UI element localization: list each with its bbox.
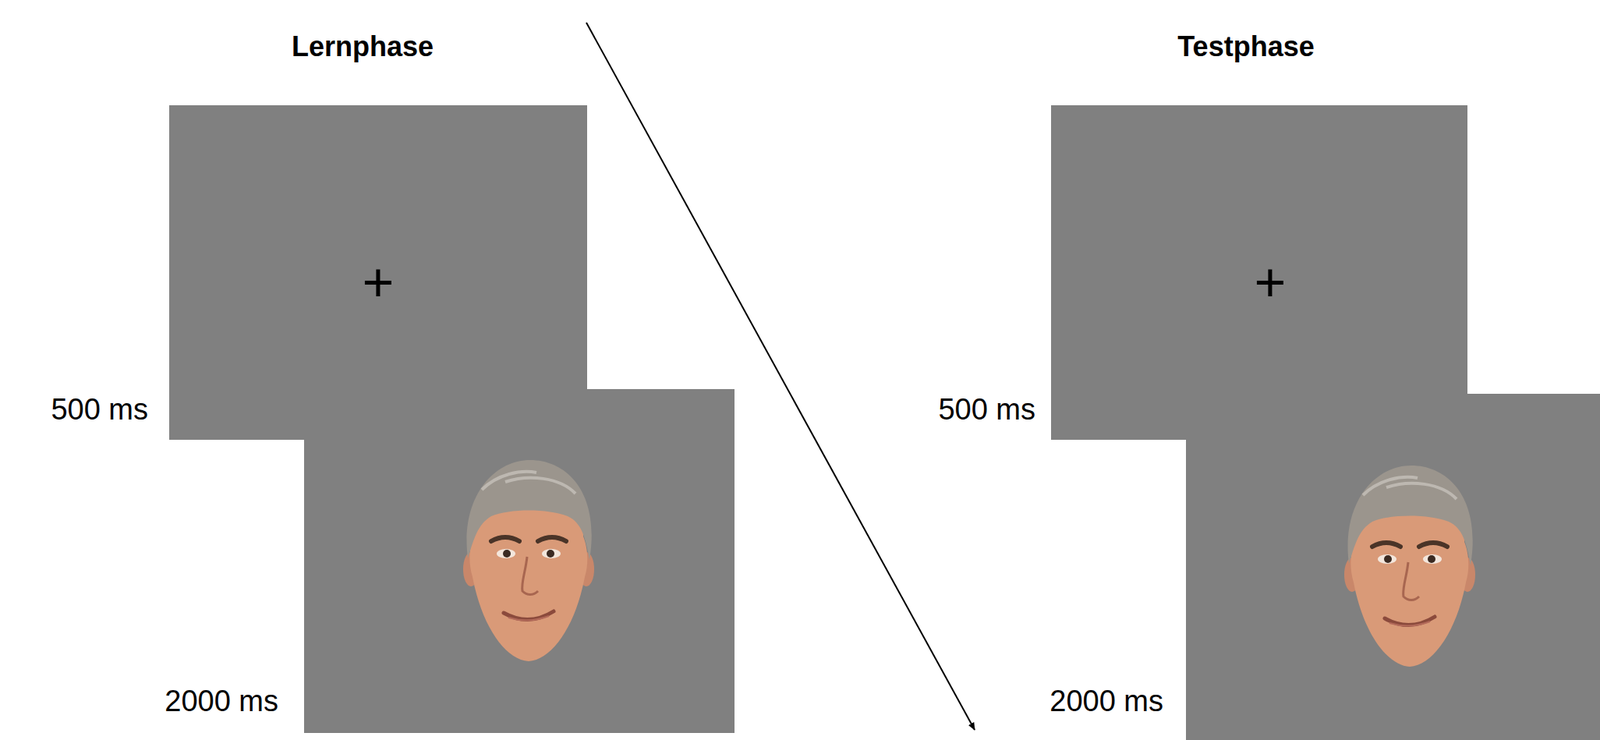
phase-title: Testphase — [1177, 29, 1314, 64]
fixation-cross: + — [362, 254, 395, 310]
time-arrow — [586, 22, 975, 730]
face-picture — [1344, 465, 1476, 667]
face-screen — [1185, 393, 1600, 740]
phase-title: Lernphase — [291, 29, 434, 64]
face-picture — [463, 460, 595, 662]
duration-label: 500 ms — [50, 392, 149, 429]
face-screen — [304, 389, 735, 733]
fixation-cross: + — [1254, 254, 1287, 310]
fixation-screen — [1051, 105, 1468, 440]
duration-label: 2000 ms — [164, 683, 279, 720]
duration-label: 500 ms — [938, 392, 1036, 429]
duration-label: 2000 ms — [1049, 683, 1164, 720]
